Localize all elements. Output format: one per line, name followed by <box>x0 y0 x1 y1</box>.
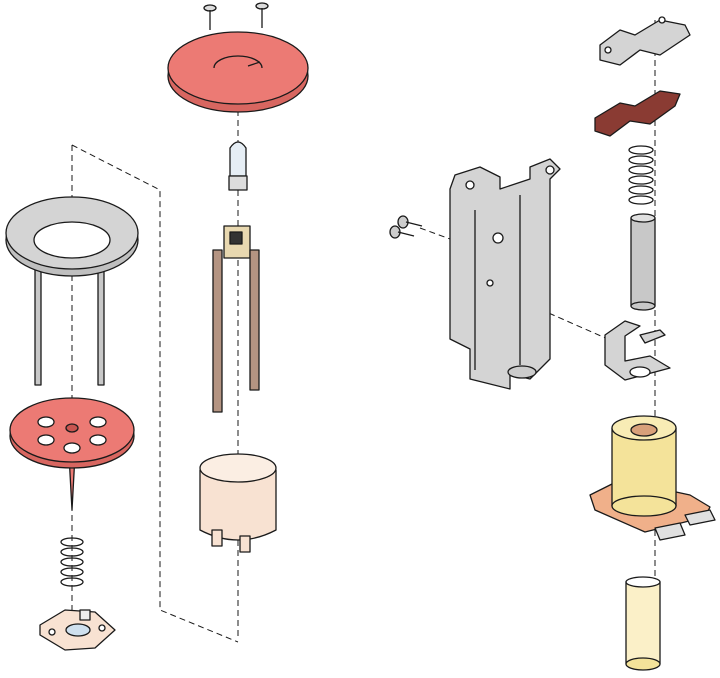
socket-base-part <box>199 453 277 553</box>
solenoid-coil-part <box>589 415 716 541</box>
gray-ring-part <box>5 196 139 386</box>
sleeve-tube-part <box>625 576 661 671</box>
brown-plate-part <box>594 90 681 137</box>
screw-icon <box>203 2 269 30</box>
screw-icon <box>389 215 423 239</box>
lamp-holder-part <box>212 225 260 413</box>
spring-part <box>60 537 84 587</box>
plunger-part <box>630 213 656 311</box>
small-bracket-part <box>604 320 671 381</box>
spring-part <box>628 145 654 205</box>
assembly-lines <box>71 20 656 643</box>
star-plate-part <box>39 609 116 651</box>
red-disk-part <box>9 397 135 511</box>
gray-top-plate-part <box>599 16 691 66</box>
gray-bracket-part <box>449 158 561 390</box>
red-cap-part <box>167 31 309 113</box>
bulb-part <box>228 141 248 191</box>
